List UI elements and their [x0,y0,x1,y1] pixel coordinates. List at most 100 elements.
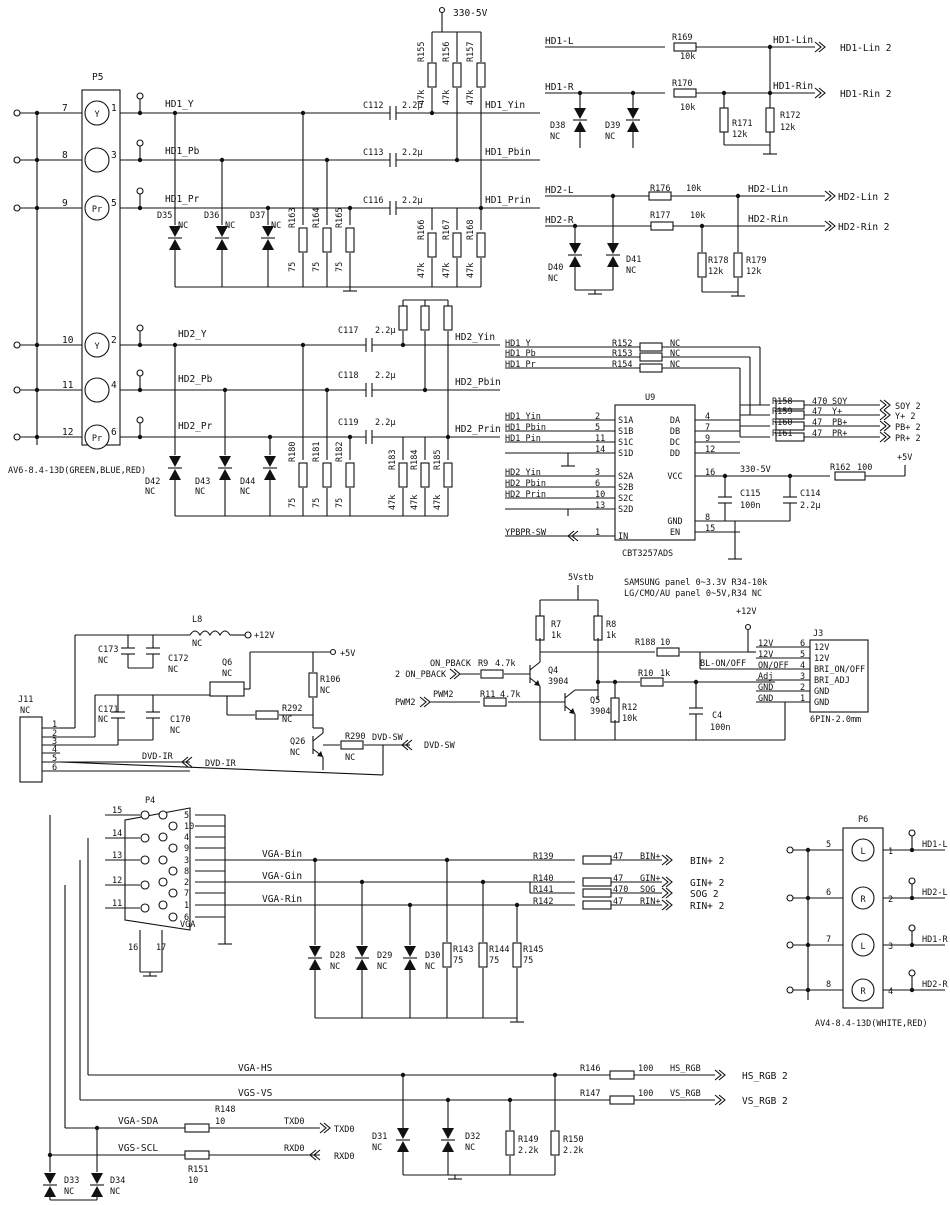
terminal-icon [908,829,916,837]
scl-ref: R151 [188,1165,208,1175]
p5-pin-right: 6 [111,427,117,438]
hd2-net-label: HD2_Pb [178,374,213,385]
r150-ref: R150 [563,1135,583,1145]
d40-ref: D40 [548,263,563,273]
p5-pin-left: 8 [62,150,68,161]
p6-ref: P6 [858,815,868,825]
r9-val: 4.7k [495,659,515,669]
junction-dot [909,942,915,948]
dvd-ir-out: DVD-IR [205,759,237,769]
p6-net: HD1-R [922,935,948,945]
hd1-cap-val: 2.2μ [402,148,422,158]
resistor-symbol [452,62,462,88]
resistor-symbol [443,462,453,488]
u9-ref: U9 [645,393,655,403]
tvs-diode-icon [168,226,182,250]
resistor-symbol [184,1150,210,1160]
offpage-arrow-icon [401,739,413,751]
p4-pin: 9 [184,844,189,854]
terminal-icon [136,187,144,195]
junction-dot [577,90,583,96]
junction-dot [324,387,330,393]
q26-val: NC [290,748,300,758]
vga-pin-icon [158,900,168,910]
hd2-pull-val: 47k [388,495,398,510]
resistor-symbol [298,227,308,253]
terminal-icon [786,986,794,994]
r150-val: 2.2k [563,1146,583,1156]
u9-pin-name: S2D [618,505,633,515]
resistor-symbol [593,615,603,641]
resistor-symbol [673,42,697,52]
rca-jack-icon [851,838,875,862]
vga-diode-val: NC [377,962,387,972]
terminal-icon [786,846,794,854]
hd2-cap-val: 2.2μ [375,326,395,336]
vga-out: RIN+ 2 [690,901,724,912]
u9-out-net: Y+ [832,407,842,417]
j3-pin-name: 12V [814,654,829,664]
vga-connector-body [124,807,191,931]
junction-dot [407,902,413,908]
hd1-cap-ref: C113 [363,148,383,158]
capacitor-gap [366,339,372,351]
j3-pin-net: 12V [758,639,773,649]
vga-out: GIN+ 2 [690,878,724,889]
hd2-term-ref: R180 [288,442,298,462]
sda-lab: TXD0 [284,1117,304,1127]
hd2-term-ref: R182 [335,442,345,462]
u9-out-net: PB+ [832,418,847,428]
offpage-arrow-icon [661,854,673,866]
resistor-symbol [345,227,355,253]
p4-pin: 13 [112,851,122,861]
junction-dot [480,879,486,885]
u9-in-net: HD1 Yin [505,412,541,422]
vga-diode-ref: D29 [377,951,392,961]
hd1-diode-ref: D37 [250,211,265,221]
hd2-term-val: 75 [335,498,345,508]
hd1-pulldown-ref: R167 [442,220,452,240]
q6-5v-label: +5V [340,649,355,659]
u9-out-val: 47 [812,418,822,428]
u9-out-val: 47 [812,407,822,417]
u9-pin: 9 [705,434,710,444]
resistor-symbol [322,227,332,253]
u9-pin-name: DB [670,427,680,437]
resistor-symbol [505,1130,515,1156]
tvs-diode-icon [396,1128,410,1152]
resistor-symbol [443,305,453,331]
q5-transistor-icon [564,689,576,715]
p5-pin-left: 12 [62,427,73,438]
sda-ref: R148 [215,1105,235,1115]
scl-val: 10 [188,1176,198,1186]
u9-out-label: PB+ 2 [895,423,921,433]
r188-val: 10 [660,638,670,648]
hd1-pulldown-ref: R166 [417,220,427,240]
q26-transistor-icon [312,732,324,758]
u9-series-net: HD1 Pr [505,360,536,370]
d33-val: NC [64,1187,74,1197]
l8-ref: L8 [192,615,202,625]
hd2-cap-ref: C119 [338,418,358,428]
junction-dot [300,342,306,348]
d32-val: NC [465,1143,475,1153]
vga-diode-ref: D28 [330,951,345,961]
c173-ref: C173 [98,645,118,655]
audio-in-label: HD2-L [545,185,574,196]
hd1-diode-ref: D35 [157,211,172,221]
vga-out: SOG 2 [690,889,719,900]
u9-pin: 8 [705,513,710,523]
p6-pin-right: 4 [888,987,893,997]
j3-pin-num: 3 [800,672,805,682]
r7-val: 1k [551,631,561,641]
junction-dot [219,157,225,163]
junction-dot [137,110,143,116]
hd2-diode-val: NC [145,487,155,497]
rca-jack-icon [84,377,110,403]
r179-ref: R179 [746,256,766,266]
dvd-sw-net: DVD-SW [372,733,404,743]
u9-pin: 16 [705,468,715,478]
vga-diode-val: NC [330,962,340,972]
p4-pin: 6 [184,913,189,923]
c171-ref: C171 [98,705,118,715]
